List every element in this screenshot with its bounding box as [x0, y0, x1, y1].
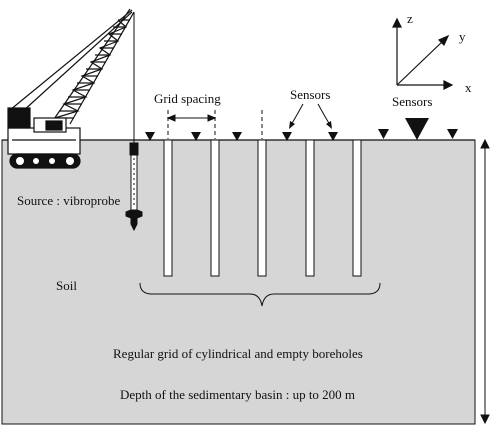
vibroprobe-icon [125, 142, 143, 232]
sensors-center-label: Sensors [290, 87, 330, 102]
sensors-right-label: Sensors [392, 94, 432, 109]
grid-spacing-label: Grid spacing [154, 91, 221, 106]
grid-spacing-marker [166, 110, 263, 139]
sensor-triangle-icon [145, 132, 155, 141]
borehole [352, 139, 362, 277]
axis-x-label: x [465, 80, 472, 95]
soil-label: Soil [56, 278, 77, 293]
boreholes-label: Regular grid of cylindrical and empty bo… [113, 346, 363, 361]
source-label: Source : vibroprobe [17, 193, 120, 208]
sensor-triangle-icon [191, 132, 201, 141]
boreholes-brace [139, 282, 381, 307]
borehole [210, 139, 220, 277]
borehole [305, 139, 315, 277]
borehole [163, 139, 173, 277]
borehole [257, 139, 267, 277]
sensor-triangle-icon [232, 132, 242, 141]
sensor-triangle-icon [328, 132, 338, 141]
depth-arrow [480, 138, 490, 425]
axis-z-label: z [407, 11, 413, 26]
depth-label: Depth of the sedimentary basin : up to 2… [120, 387, 355, 402]
sensors-pointer-arrows [290, 103, 331, 126]
soil-block [1, 139, 476, 425]
sensor-triangle-icon [282, 132, 292, 141]
crawler-crane-icon [7, 8, 135, 169]
sensor-triangle-icon [447, 129, 458, 139]
surface-sensors [145, 118, 458, 141]
axes-triad [392, 17, 454, 90]
axis-y-label: y [459, 29, 466, 44]
sensor-triangle-icon [378, 129, 389, 139]
sensors-pointer-heads [289, 121, 332, 129]
boreholes [163, 139, 362, 277]
large-sensor-triangle-icon [405, 118, 429, 140]
